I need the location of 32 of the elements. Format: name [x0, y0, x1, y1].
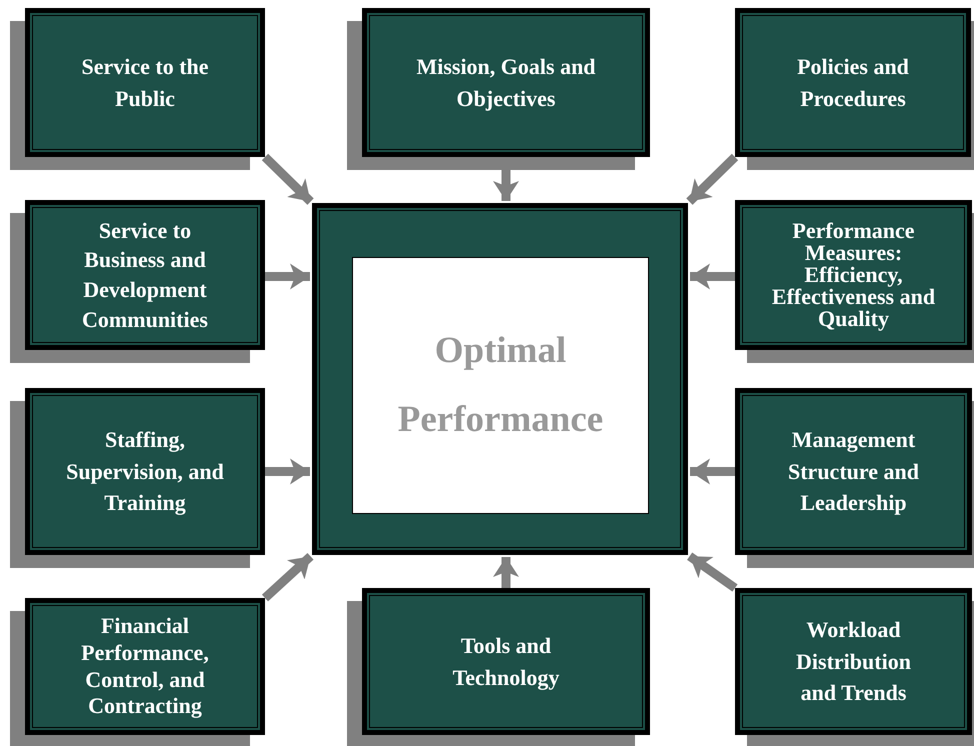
box-label: Management Structure and Leadership [787, 426, 920, 518]
arrow [262, 154, 314, 205]
topic-box [735, 588, 972, 735]
arrow [265, 458, 310, 484]
arrow [265, 264, 310, 290]
box-label: Staffing, Supervision, and Training [66, 426, 224, 518]
topic-box [735, 200, 972, 350]
box-label: Tools and Technology [452, 632, 560, 692]
topic-box [362, 8, 650, 157]
topic-box [25, 200, 265, 350]
arrow [690, 458, 735, 484]
topic-box [362, 588, 650, 735]
arrow [493, 557, 519, 588]
box-label: Workload Distribution and Trends [795, 616, 912, 708]
arrow [687, 552, 738, 592]
center-box [352, 257, 649, 514]
arrow [686, 154, 738, 205]
box-label: Performance Measures: Efficiency, Effectiveness and Quality [770, 220, 936, 330]
topic-box [735, 388, 972, 555]
topic-box [25, 388, 265, 555]
topic-box [25, 8, 265, 157]
frame-box [312, 203, 688, 555]
center-label: Optimal Performance [396, 329, 604, 442]
topic-box [25, 598, 265, 735]
box-label: Financial Performance, Control, and Contracting [80, 612, 210, 720]
arrow [262, 553, 314, 602]
box-label: Mission, Goals and Objectives [415, 52, 597, 113]
box-label: Policies and Procedures [796, 52, 910, 112]
box-label: Service to Business and Development Communities [81, 216, 209, 334]
box-label: Service to the Public [80, 52, 210, 112]
arrow [690, 264, 735, 290]
topic-box [735, 8, 971, 157]
